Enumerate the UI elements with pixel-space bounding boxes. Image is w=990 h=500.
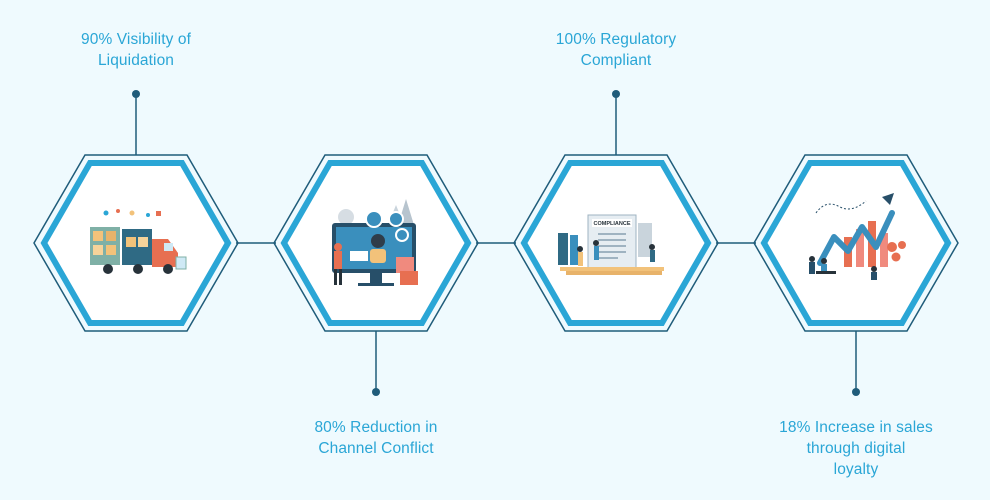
caption-line: 90% Visibility of [81,31,191,48]
caption-line: Liquidation [97,52,175,69]
caption-line: 18% Increase in sales [779,419,933,436]
computer-workstation-illustration [332,199,418,286]
caption-line: Channel Conflict [318,440,434,457]
metric-caption-channel-conflict: 80% Reduction in Channel Conflict [266,417,486,459]
pin-3 [612,90,620,155]
sales-growth-chart-illustration [809,193,906,280]
caption-line: loyalty [833,461,879,478]
pin-4 [852,331,860,396]
compliance-doc-title: COMPLIANCE [594,221,631,227]
pin-1 [132,90,140,155]
metric-caption-sales-increase: 18% Increase in sales through digital lo… [746,417,966,480]
caption-line: 80% Reduction in [314,419,438,436]
compliance-document-illustration: COMPLIANCE [558,214,664,275]
caption-line: Compliant [580,52,652,69]
caption-line: 100% Regulatory [555,31,677,48]
metric-caption-regulatory: 100% Regulatory Compliant [506,29,726,71]
pin-2 [372,331,380,396]
metric-caption-visibility: 90% Visibility of Liquidation [26,29,246,71]
delivery-truck-warehouse-illustration [90,209,187,274]
caption-line: through digital [806,440,906,457]
